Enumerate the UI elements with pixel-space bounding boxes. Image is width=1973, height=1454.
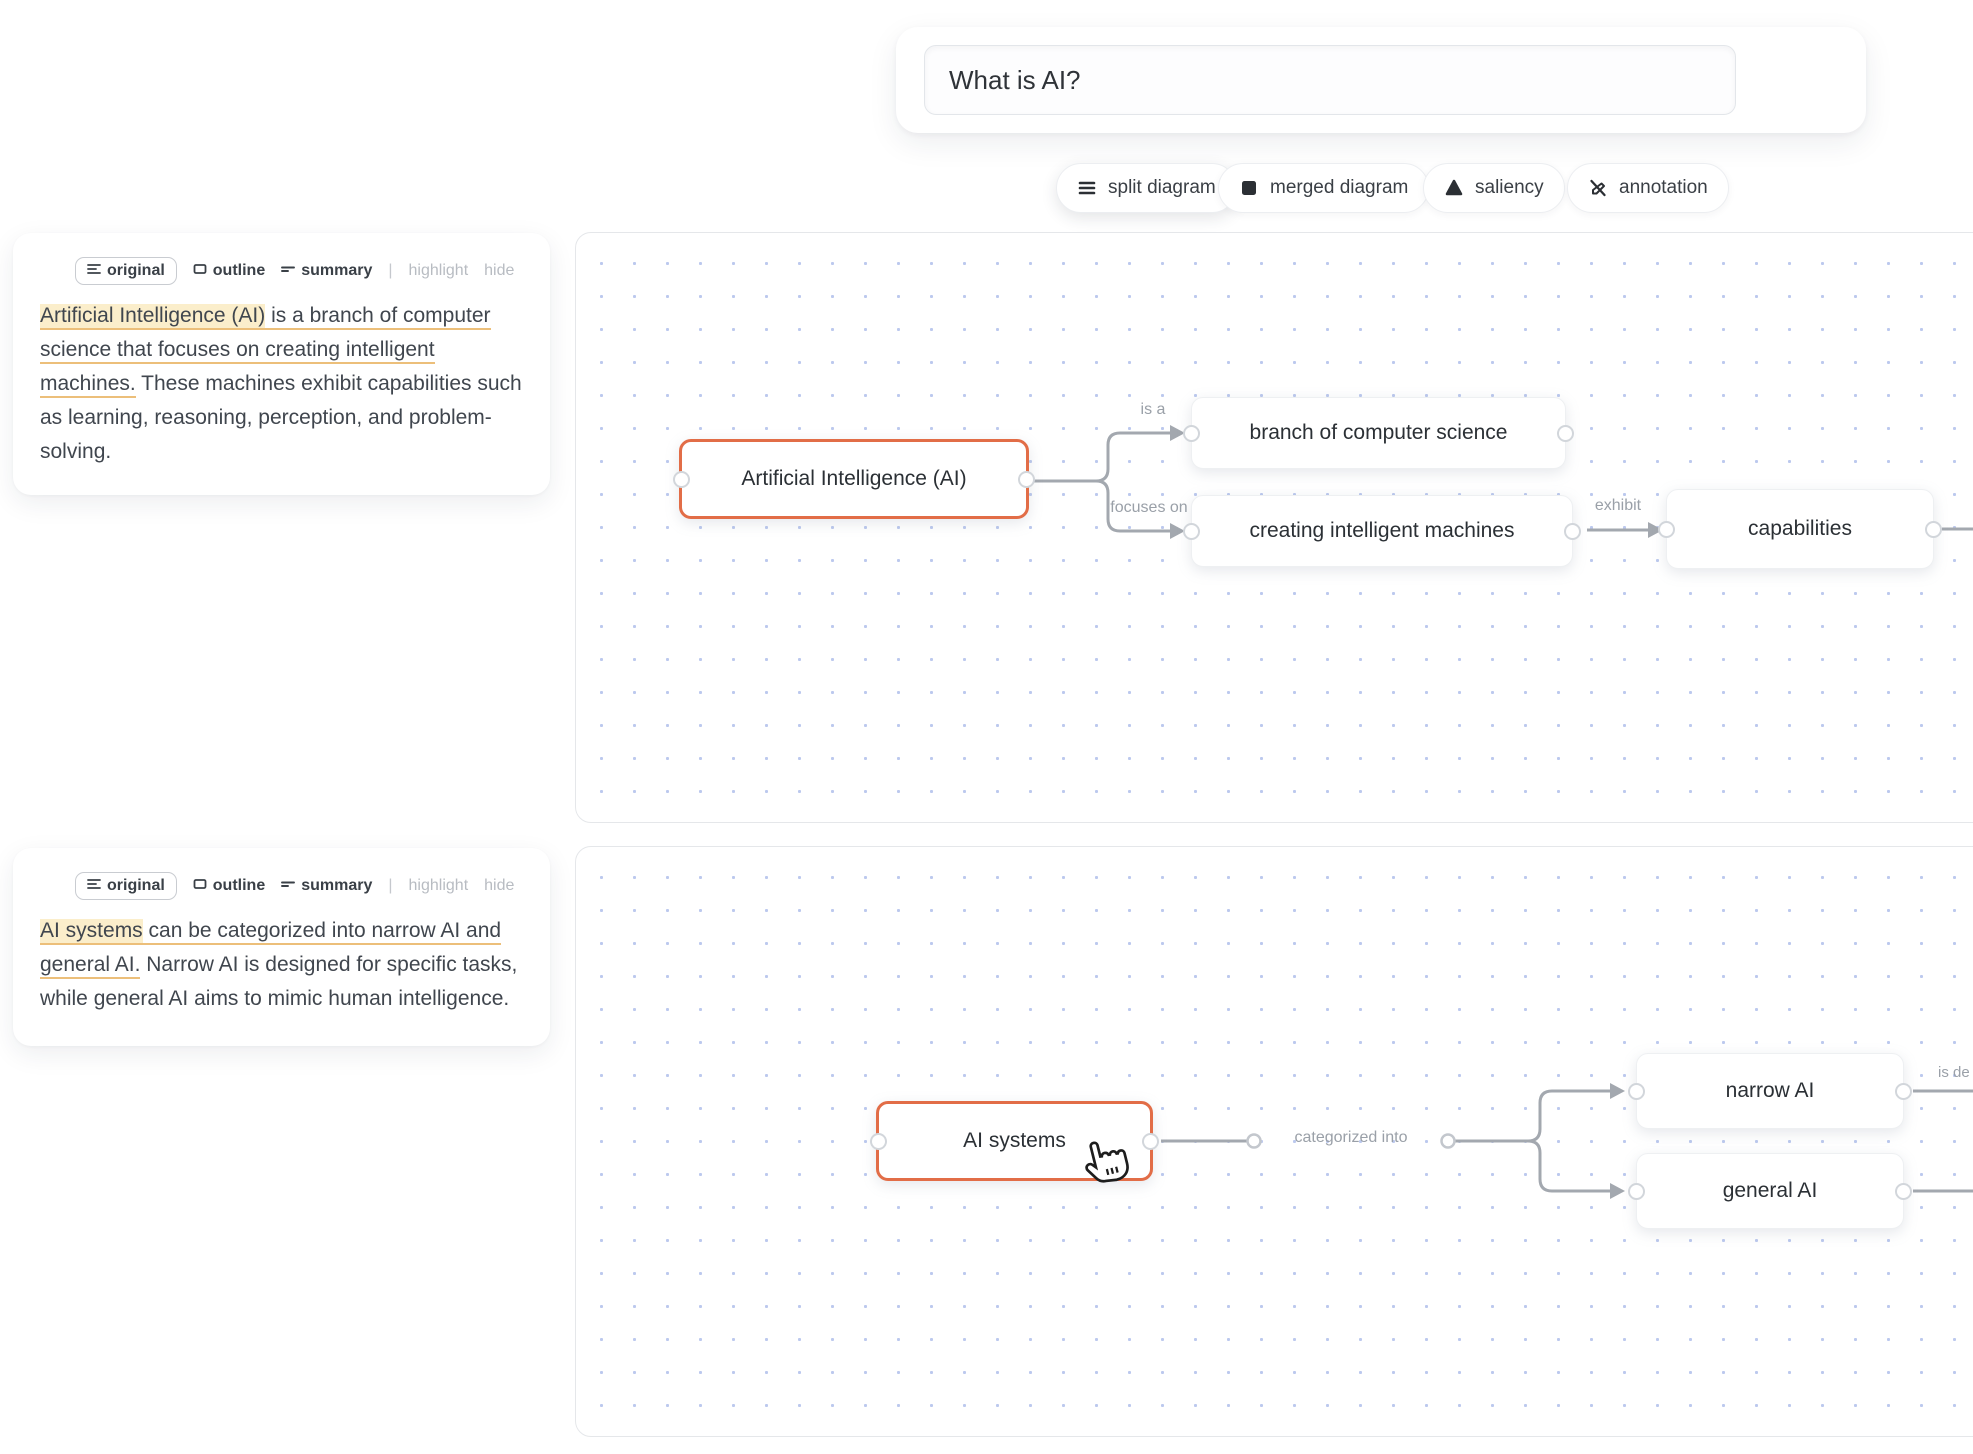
node-branch-of-computer-science[interactable]: branch of computer science — [1183, 397, 1574, 469]
plain-phrase: These machines exhibit capabilities such… — [40, 372, 522, 463]
sentence-text-2: AI systems can be categorized into narro… — [40, 914, 526, 1016]
annotation-label: annotation — [1619, 177, 1708, 198]
node-label: creating intelligent machines — [1249, 519, 1515, 542]
node-narrow-ai[interactable]: narrow AI — [1628, 1053, 1912, 1129]
node-handle-right[interactable] — [1142, 1133, 1159, 1150]
node-creating-intelligent-machines[interactable]: creating intelligent machines — [1183, 495, 1581, 567]
diagram-canvas-2[interactable]: categorized into is de AI systems narrow… — [575, 846, 1973, 1437]
tab-original-label: original — [107, 877, 165, 894]
diagram-canvas-1[interactable]: is a focuses on exhibit Artificial Intel… — [575, 232, 1973, 823]
node-ai-systems[interactable]: AI systems — [870, 1101, 1159, 1181]
tab-hide[interactable]: hide — [484, 262, 514, 280]
plain-phrase: Narrow AI is designed for specific tasks… — [40, 953, 518, 1010]
question-input[interactable] — [924, 45, 1736, 115]
tab-highlight[interactable]: highlight — [409, 877, 469, 895]
merged-diagram-icon — [1239, 178, 1259, 198]
rectangle-outline-icon — [193, 262, 207, 280]
edge-label-is-a[interactable]: is a — [1140, 401, 1166, 418]
split-diagram-button[interactable]: split diagram — [1056, 163, 1237, 213]
tab-outline-label: outline — [212, 262, 266, 279]
node-handle-right[interactable] — [1564, 523, 1581, 540]
node-label: Artificial Intelligence (AI) — [741, 467, 967, 490]
tab-summary[interactable]: summary — [281, 262, 372, 280]
edges-layer — [1161, 1083, 1973, 1199]
merged-diagram-label: merged diagram — [1270, 177, 1409, 198]
sentence-text-1: Artificial Intelligence (AI) is a branch… — [40, 299, 526, 469]
node-label: general AI — [1722, 1179, 1818, 1202]
node-handle-left[interactable] — [1628, 1083, 1645, 1100]
edge-label-partial[interactable]: is de — [1938, 1064, 1970, 1081]
node-handle-right[interactable] — [1895, 1083, 1912, 1100]
saliency-icon — [1444, 178, 1464, 198]
tab-summary[interactable]: summary — [281, 877, 372, 895]
tab-hide[interactable]: hide — [484, 877, 514, 895]
tab-highlight-label: highlight — [408, 262, 469, 279]
split-diagram-label: split diagram — [1108, 177, 1216, 198]
split-diagram-icon — [1077, 178, 1097, 198]
node-general-ai[interactable]: general AI — [1628, 1153, 1912, 1229]
node-handle-left[interactable] — [1658, 521, 1675, 538]
align-left-icon — [87, 877, 101, 895]
underlined-phrase: can be categorized into narrow AI and ge… — [40, 919, 502, 979]
search-card — [896, 27, 1866, 133]
node-label: capabilities — [1748, 517, 1852, 540]
tab-original[interactable]: original — [75, 872, 177, 900]
rectangle-outline-icon — [193, 877, 207, 895]
node-handle-left[interactable] — [1183, 425, 1200, 442]
annotation-icon — [1588, 178, 1608, 198]
tab-original-label: original — [107, 262, 165, 279]
node-handle-left[interactable] — [1628, 1183, 1645, 1200]
edge-label-focuses-on[interactable]: focuses on — [1110, 499, 1188, 516]
highlighted-phrase: AI systems — [40, 919, 143, 945]
node-label: branch of computer science — [1249, 421, 1508, 444]
summary-lines-icon — [281, 262, 296, 280]
edge-label-exhibit[interactable]: exhibit — [1594, 497, 1642, 514]
node-handle-right[interactable] — [1557, 425, 1574, 442]
node-artificial-intelligence[interactable]: Artificial Intelligence (AI) — [673, 439, 1035, 519]
tab-original[interactable]: original — [75, 257, 177, 285]
highlighted-phrase: Artificial Intelligence (AI) — [40, 304, 266, 330]
saliency-button[interactable]: saliency — [1423, 163, 1565, 213]
tab-highlight[interactable]: highlight — [409, 262, 469, 280]
annotation-button[interactable]: annotation — [1567, 163, 1729, 213]
tab-outline[interactable]: outline — [193, 262, 265, 280]
saliency-label: saliency — [1475, 177, 1544, 198]
merged-diagram-button[interactable]: merged diagram — [1218, 163, 1430, 213]
node-handle-left[interactable] — [1183, 523, 1200, 540]
node-handle-left[interactable] — [673, 471, 690, 488]
node-handle-right[interactable] — [1925, 521, 1942, 538]
tabs-divider: | — [388, 877, 393, 894]
node-label: narrow AI — [1725, 1079, 1815, 1102]
tab-summary-label: summary — [301, 877, 373, 894]
tab-summary-label: summary — [301, 262, 373, 279]
tab-hide-label: hide — [484, 877, 515, 894]
sentence-card-2: original outline summary | — [13, 848, 550, 1046]
node-handle-right[interactable] — [1895, 1183, 1912, 1200]
node-handle-right[interactable] — [1018, 471, 1035, 488]
tabs-divider: | — [388, 262, 393, 279]
node-capabilities[interactable]: capabilities — [1658, 489, 1942, 569]
node-handle-left[interactable] — [870, 1133, 887, 1150]
summary-lines-icon — [281, 877, 296, 895]
tab-outline[interactable]: outline — [193, 877, 265, 895]
sentence-card-1: original outline summary | — [13, 233, 550, 495]
underlined-phrase: is a branch of computer science that foc… — [40, 304, 491, 398]
tab-outline-label: outline — [212, 877, 266, 894]
tab-highlight-label: highlight — [408, 877, 469, 894]
card2-view-tabs: original outline summary | — [75, 872, 514, 900]
node-label: AI systems — [963, 1129, 1066, 1152]
edge-label-categorized-into[interactable]: categorized into — [1294, 1129, 1408, 1146]
align-left-icon — [87, 262, 101, 280]
card1-view-tabs: original outline summary | — [75, 257, 514, 285]
tab-hide-label: hide — [484, 262, 515, 279]
